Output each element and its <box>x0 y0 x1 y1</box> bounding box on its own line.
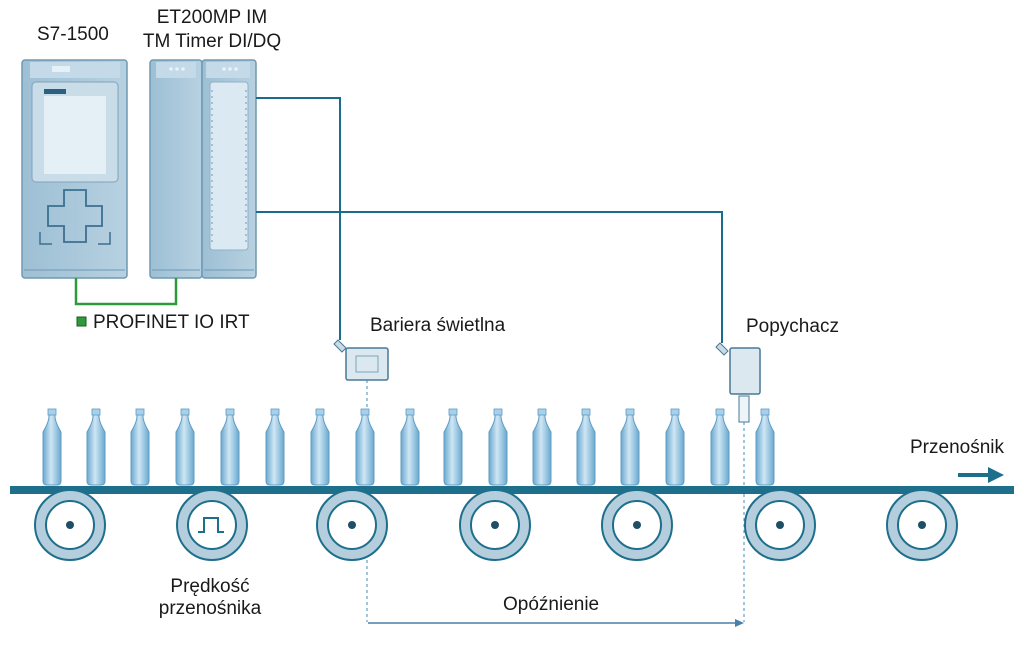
bottle <box>710 408 730 486</box>
roller <box>886 489 958 561</box>
conveyor-belt <box>10 486 1014 494</box>
plc-cpu <box>21 59 128 279</box>
roller <box>459 489 531 561</box>
arrow-right-icon <box>958 467 1004 483</box>
bottle <box>620 408 640 486</box>
bottle <box>130 408 150 486</box>
profinet-cable <box>74 278 178 306</box>
delay-label: Opóźnienie <box>503 594 600 615</box>
signal-cables <box>256 97 723 343</box>
et200mp-im-module <box>149 59 203 279</box>
rollers <box>34 489 958 561</box>
bottle <box>576 408 596 486</box>
speed-encoder-roller <box>176 489 248 561</box>
conveyor-label: Przenośnik <box>910 437 1004 458</box>
io-module-label-line1: ET200MP IM <box>156 7 268 28</box>
bottle <box>265 408 285 486</box>
bottle <box>42 408 62 486</box>
bottle <box>488 408 508 486</box>
io-module-label-line2: TM Timer DI/DQ <box>142 31 282 52</box>
light-barrier-cable <box>256 97 341 340</box>
roller <box>316 489 388 561</box>
light-barrier-label: Bariera świetlna <box>370 315 506 336</box>
profinet-legend-swatch <box>76 316 87 327</box>
bottles <box>42 408 775 486</box>
reference-lines <box>366 380 745 622</box>
profinet-label: PROFINET IO IRT <box>93 312 250 333</box>
pulse-icon <box>198 517 224 533</box>
bottle <box>532 408 552 486</box>
pusher-cable <box>256 211 723 343</box>
bottle <box>443 408 463 486</box>
roller <box>744 489 816 561</box>
bottle <box>86 408 106 486</box>
speed-label-line2: przenośnika <box>158 598 262 619</box>
tm-timer-module <box>201 59 257 279</box>
bottle <box>400 408 420 486</box>
pusher-label: Popychacz <box>746 316 839 337</box>
pusher-actuator <box>715 342 761 423</box>
plc-label: S7-1500 <box>37 24 109 45</box>
bottle <box>755 408 775 486</box>
delay-arrow <box>368 619 744 627</box>
bottle <box>355 408 375 486</box>
bottle <box>220 408 240 486</box>
bottle <box>310 408 330 486</box>
roller <box>601 489 673 561</box>
light-barrier-sensor <box>333 339 389 381</box>
speed-label-line1: Prędkość <box>170 576 250 597</box>
bottle <box>665 408 685 486</box>
bottle <box>175 408 195 486</box>
roller <box>34 489 106 561</box>
